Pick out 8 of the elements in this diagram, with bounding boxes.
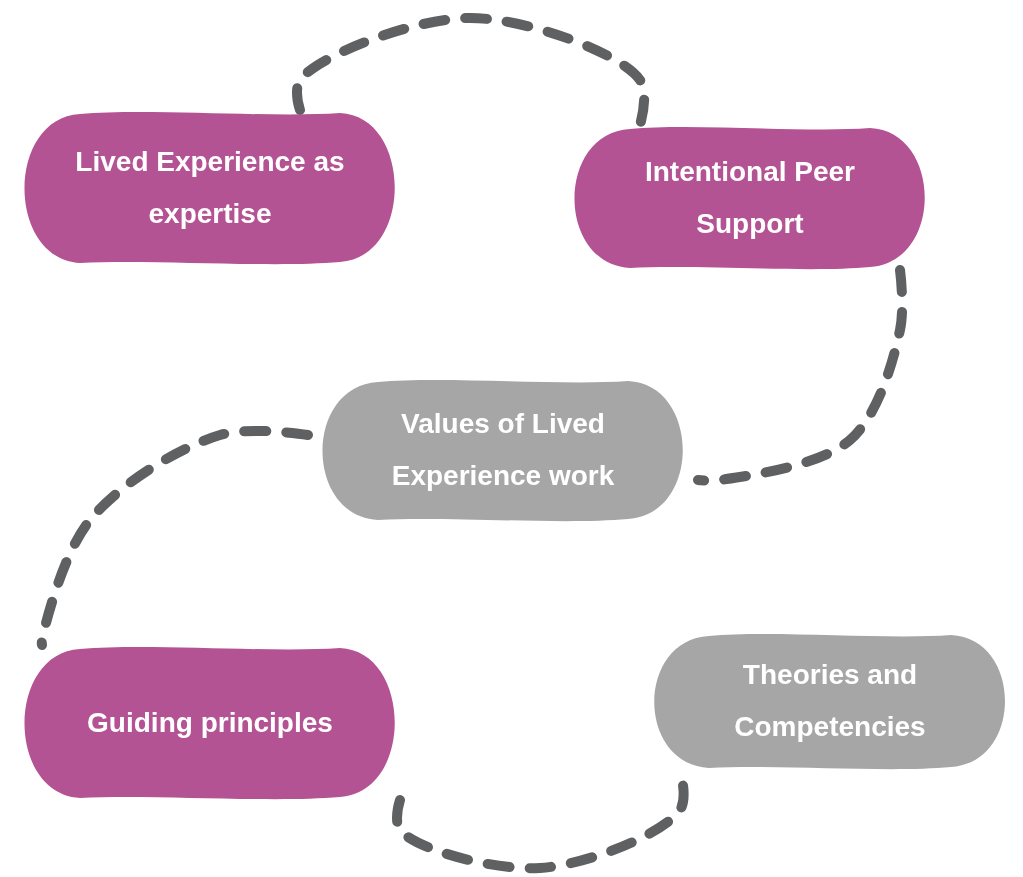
- dashed-connector: [36, 425, 313, 650]
- node-label: Lived Experience as expertise: [74, 144, 346, 231]
- node-label: Theories and Competencies: [733, 658, 927, 744]
- dashed-connector: [693, 265, 908, 486]
- node-label: Intentional Peer Support: [643, 154, 856, 241]
- dashed-connector: [292, 13, 650, 130]
- node-label: Values of Lived Experience work: [390, 407, 616, 493]
- node-label: Guiding principles: [86, 705, 334, 740]
